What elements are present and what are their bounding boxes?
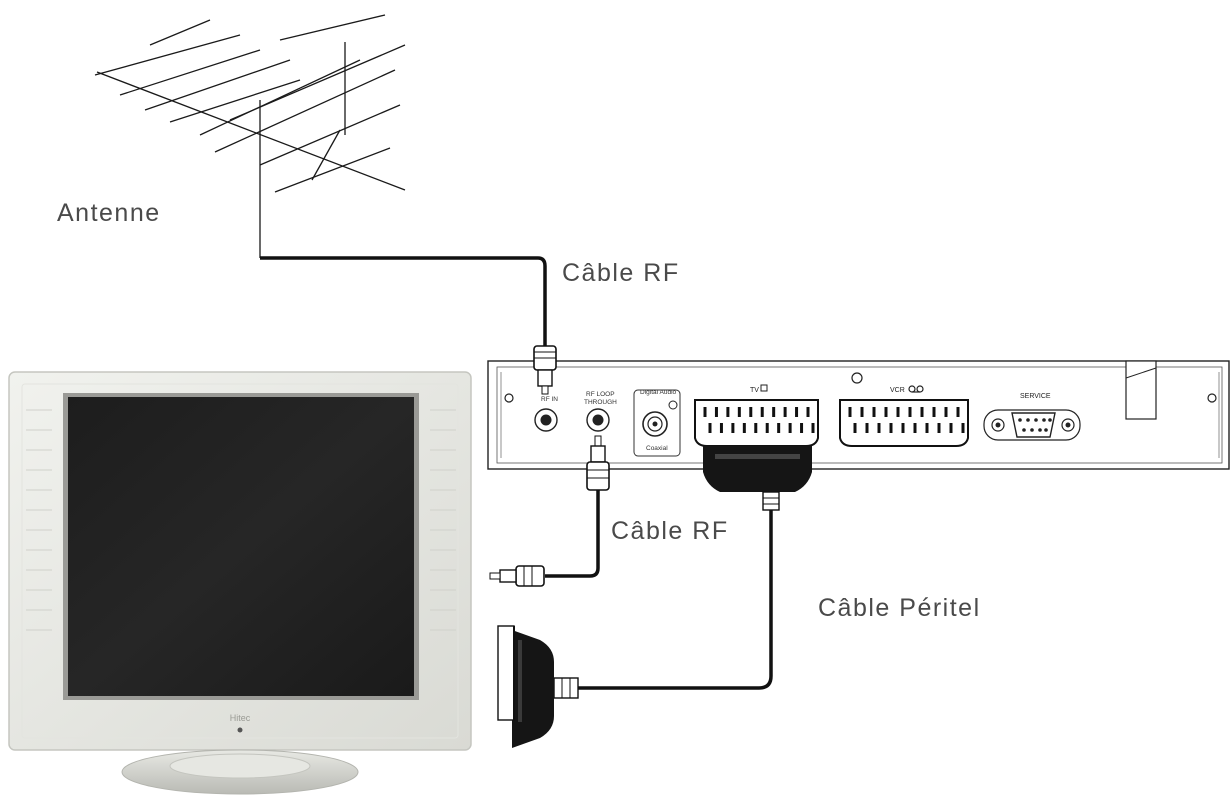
scart-pin bbox=[708, 423, 712, 433]
scart-pin bbox=[956, 407, 960, 417]
dsub-pin bbox=[1048, 418, 1052, 422]
service-label: SERVICE bbox=[1020, 393, 1051, 400]
scart-pin bbox=[932, 407, 936, 417]
dsub-pin bbox=[1042, 418, 1046, 422]
tv-illustration: Hitec bbox=[8, 371, 472, 795]
scart-pin bbox=[944, 407, 948, 417]
scart-pin bbox=[772, 407, 776, 417]
tv-square-icon bbox=[760, 384, 768, 392]
scart-pin bbox=[765, 423, 769, 433]
receiver-rear-panel: RF IN RF LOOP THROUGH Digital Audio Coax… bbox=[487, 360, 1230, 470]
scart-pin bbox=[760, 407, 764, 417]
scart-pin bbox=[731, 423, 735, 433]
tape-icon bbox=[908, 385, 924, 393]
dsub-pin bbox=[1038, 428, 1042, 432]
antenna-label: Antenne bbox=[57, 199, 161, 227]
tv-brand-logo: Hitec bbox=[230, 713, 251, 723]
scart-cable bbox=[578, 510, 773, 690]
scart-pin bbox=[806, 407, 810, 417]
scart-pin bbox=[719, 423, 723, 433]
rf-cable-tv bbox=[545, 490, 600, 578]
scart-pin bbox=[777, 423, 781, 433]
scart-pin bbox=[913, 423, 917, 433]
scart-pin bbox=[800, 423, 804, 433]
digital-audio-label: Digital Audio bbox=[640, 389, 677, 396]
rf-cable-label-bottom: Câble RF bbox=[611, 517, 729, 545]
tv-scart-label: TV bbox=[750, 387, 759, 394]
rf-plug-top bbox=[533, 345, 557, 395]
scart-pin bbox=[726, 407, 730, 417]
vcr-scart-label: VCR bbox=[890, 387, 905, 394]
scart-pin bbox=[889, 423, 893, 433]
dsub-pin bbox=[1026, 418, 1030, 422]
scart-pin bbox=[853, 423, 857, 433]
scart-pin bbox=[884, 407, 888, 417]
rf-plug-loop bbox=[586, 435, 610, 491]
scart-pin bbox=[925, 423, 929, 433]
scart-plug-tv bbox=[497, 625, 579, 748]
rf-loop-label-line2: THROUGH bbox=[584, 399, 617, 406]
scart-pin bbox=[872, 407, 876, 417]
scart-pin bbox=[811, 423, 815, 433]
rf-in-label: RF IN bbox=[541, 396, 558, 403]
scart-pin bbox=[742, 423, 746, 433]
scart-pin bbox=[877, 423, 881, 433]
scart-pin bbox=[860, 407, 864, 417]
scart-pin bbox=[848, 407, 852, 417]
rf-cable-antenna bbox=[260, 256, 547, 348]
scart-pin bbox=[783, 407, 787, 417]
rf-cable-label-top: Câble RF bbox=[562, 259, 680, 287]
scart-cable-label: Câble Péritel bbox=[818, 594, 981, 622]
dsub-pin bbox=[1030, 428, 1034, 432]
scart-pin bbox=[896, 407, 900, 417]
scart-pin bbox=[920, 407, 924, 417]
dsub-pin bbox=[1018, 418, 1022, 422]
scart-plug-receiver bbox=[703, 446, 812, 511]
scart-pin bbox=[714, 407, 718, 417]
scart-pin bbox=[754, 423, 758, 433]
coaxial-label: Coaxial bbox=[646, 445, 668, 452]
dsub-pin bbox=[1044, 428, 1048, 432]
scart-pin bbox=[937, 423, 941, 433]
scart-pin bbox=[949, 423, 953, 433]
scart-pin bbox=[737, 407, 741, 417]
scart-pin bbox=[908, 407, 912, 417]
scart-pin bbox=[788, 423, 792, 433]
scart-pin bbox=[865, 423, 869, 433]
antenna-illustration bbox=[94, 14, 406, 258]
scart-pin bbox=[901, 423, 905, 433]
scart-pin bbox=[749, 407, 753, 417]
rf-loop-label-line1: RF LOOP bbox=[586, 391, 615, 398]
scart-pin bbox=[961, 423, 965, 433]
scart-pin bbox=[795, 407, 799, 417]
scart-pin bbox=[703, 407, 707, 417]
dsub-pin bbox=[1022, 428, 1026, 432]
rf-plug-tv bbox=[489, 565, 545, 587]
dsub-pin bbox=[1034, 418, 1038, 422]
